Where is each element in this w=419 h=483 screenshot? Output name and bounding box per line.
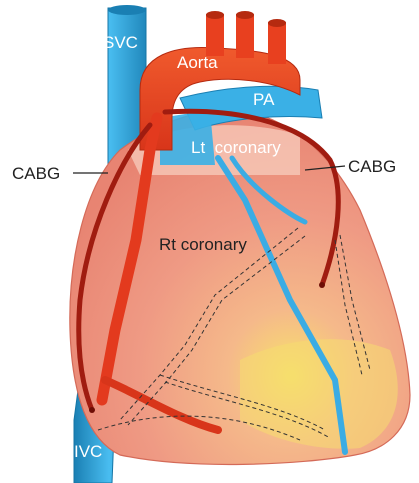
- aorta-branch-1-top: [206, 11, 224, 19]
- aorta-branch-2-top: [236, 11, 254, 19]
- aorta-branch-1: [206, 14, 224, 56]
- cabg-left-label: CABG: [12, 164, 60, 183]
- svc-label: SVC: [103, 33, 138, 52]
- aorta-branch-3-top: [268, 19, 286, 27]
- cabg-anastomosis-right: [319, 282, 325, 288]
- aorta-branch-2: [236, 14, 254, 58]
- rt-coronary-label: Rt coronary: [159, 235, 247, 254]
- cabg-anastomosis-left: [89, 407, 95, 413]
- lt-coronary-label: Lt coronary: [191, 138, 281, 157]
- aorta-label: Aorta: [177, 53, 218, 72]
- cabg-right-label: CABG: [348, 157, 396, 176]
- svc-opening: [108, 5, 146, 15]
- pa-label: PA: [253, 90, 275, 109]
- aorta-branch-3: [268, 22, 286, 64]
- ivc-label: IVC: [74, 442, 102, 461]
